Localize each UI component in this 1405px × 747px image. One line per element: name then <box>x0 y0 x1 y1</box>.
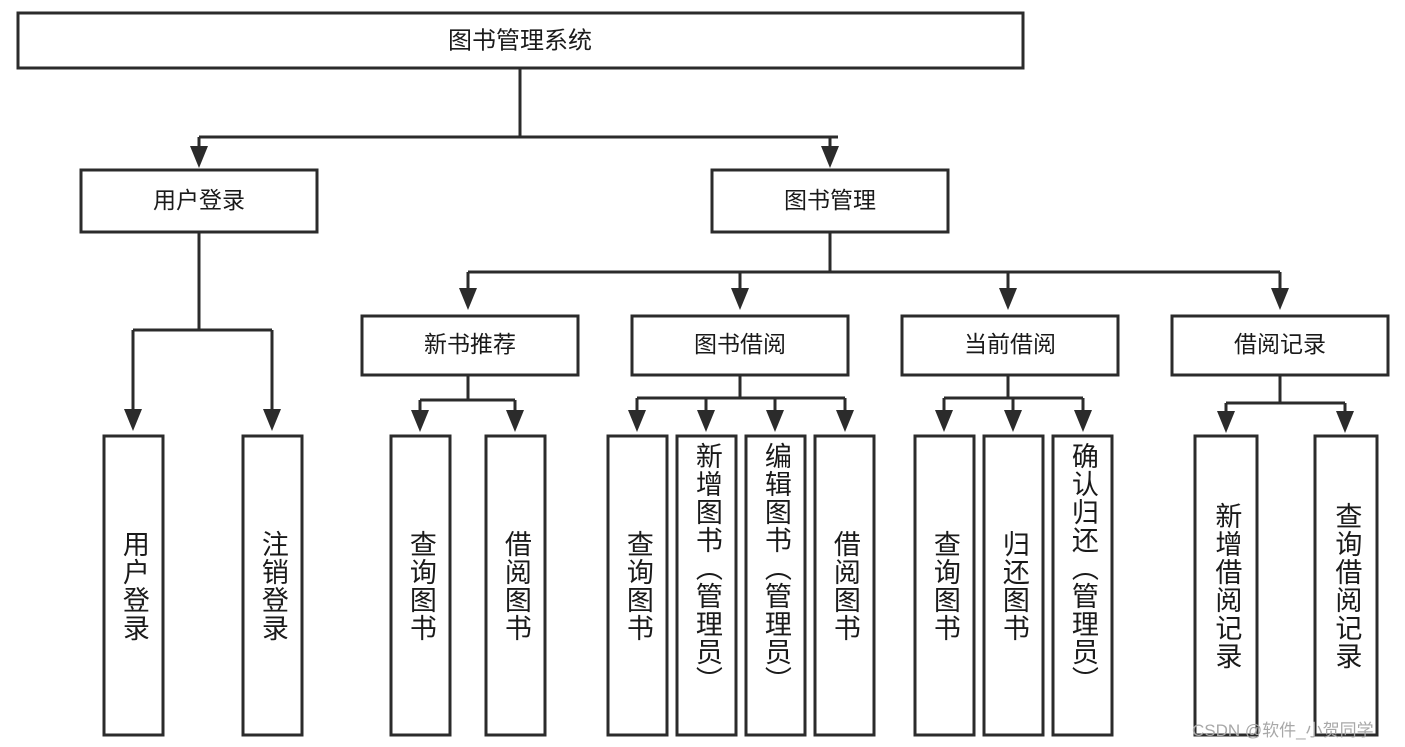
node-current-borrow-label: 当前借阅 <box>964 331 1056 357</box>
node-user-login[interactable]: 用户登录 <box>79 168 319 234</box>
leaf-query-book-1-box[interactable] <box>389 434 452 737</box>
node-book-manage-label: 图书管理 <box>784 187 876 213</box>
arrow-to-borrow-record <box>1271 288 1289 310</box>
arrow-to-leaf-edit-book <box>766 410 784 432</box>
leaf-user-login-box[interactable] <box>102 434 165 737</box>
arrow-to-leaf-query-book-3 <box>935 410 953 432</box>
leaf-borrow-book-2-box[interactable] <box>813 434 876 737</box>
edge-group-book-borrow-to-leaves <box>628 375 854 432</box>
leaf-logout-login-box[interactable] <box>241 434 304 737</box>
node-root-label: 图书管理系统 <box>448 27 592 54</box>
arrow-to-leaf-borrow-book-1 <box>506 410 524 432</box>
edge-group-book-manage-to-level3 <box>459 232 1289 310</box>
leaf-query-borrow-record-box[interactable] <box>1313 434 1379 737</box>
node-new-book-recommend-label: 新书推荐 <box>424 331 516 357</box>
arrow-to-leaf-return-book <box>1004 410 1022 432</box>
node-user-login-label: 用户登录 <box>153 187 245 213</box>
arrow-to-leaf-query-borrow-record <box>1336 411 1354 433</box>
edge-group-user-login-to-leaves <box>124 232 281 431</box>
arrow-to-leaf-logout-login <box>263 409 281 431</box>
leaf-query-book-2-box[interactable] <box>606 434 669 737</box>
node-user-login-box[interactable] <box>79 168 319 234</box>
node-current-borrow-box[interactable] <box>900 314 1120 377</box>
csdn-watermark: CSDN @软件_小贺同学 <box>1192 721 1374 740</box>
edge-group-root-to-level2 <box>190 68 839 168</box>
node-new-book-recommend[interactable]: 新书推荐 <box>360 314 580 377</box>
arrow-to-book-manage <box>821 146 839 168</box>
node-book-manage-box[interactable] <box>710 168 950 234</box>
leaf-confirm-return-box[interactable] <box>1051 434 1114 737</box>
node-borrow-record[interactable]: 借阅记录 <box>1170 314 1390 377</box>
edge-group-borrow-record-to-leaves <box>1217 375 1354 433</box>
leaf-return-book-box[interactable] <box>982 434 1045 737</box>
leaf-borrow-book-1-box[interactable] <box>484 434 547 737</box>
node-current-borrow[interactable]: 当前借阅 <box>900 314 1120 377</box>
leaf-edit-book-box[interactable] <box>744 434 807 737</box>
leaf-boxes <box>102 434 1379 737</box>
node-book-borrow-label: 图书借阅 <box>694 331 786 357</box>
arrow-to-leaf-user-login <box>124 409 142 431</box>
node-root-box[interactable] <box>16 11 1025 70</box>
arrow-to-leaf-query-book-1 <box>411 410 429 432</box>
node-new-book-recommend-box[interactable] <box>360 314 580 377</box>
node-book-manage[interactable]: 图书管理 <box>710 168 950 234</box>
arrow-to-leaf-query-book-2 <box>628 410 646 432</box>
node-book-borrow[interactable]: 图书借阅 <box>630 314 850 377</box>
leaf-add-borrow-record-box[interactable] <box>1193 434 1259 737</box>
edge-group-new-book-recommend-to-leaves <box>411 375 524 432</box>
node-book-borrow-box[interactable] <box>630 314 850 377</box>
node-root[interactable]: 图书管理系统 <box>16 11 1025 70</box>
leaf-query-book-3-box[interactable] <box>913 434 976 737</box>
edge-group-current-borrow-to-leaves <box>935 375 1092 432</box>
arrow-to-leaf-add-borrow-record <box>1217 411 1235 433</box>
leaf-add-book-box[interactable] <box>675 434 738 737</box>
node-borrow-record-label: 借阅记录 <box>1234 331 1326 357</box>
node-borrow-record-box[interactable] <box>1170 314 1390 377</box>
arrow-to-current-borrow <box>999 288 1017 310</box>
arrow-to-user-login <box>190 146 208 168</box>
arrow-to-new-book-recommend <box>459 288 477 310</box>
arrow-to-leaf-add-book <box>697 410 715 432</box>
arrow-to-leaf-confirm-return <box>1074 410 1092 432</box>
arrow-to-leaf-borrow-book-2 <box>836 410 854 432</box>
arrow-to-book-borrow <box>731 288 749 310</box>
